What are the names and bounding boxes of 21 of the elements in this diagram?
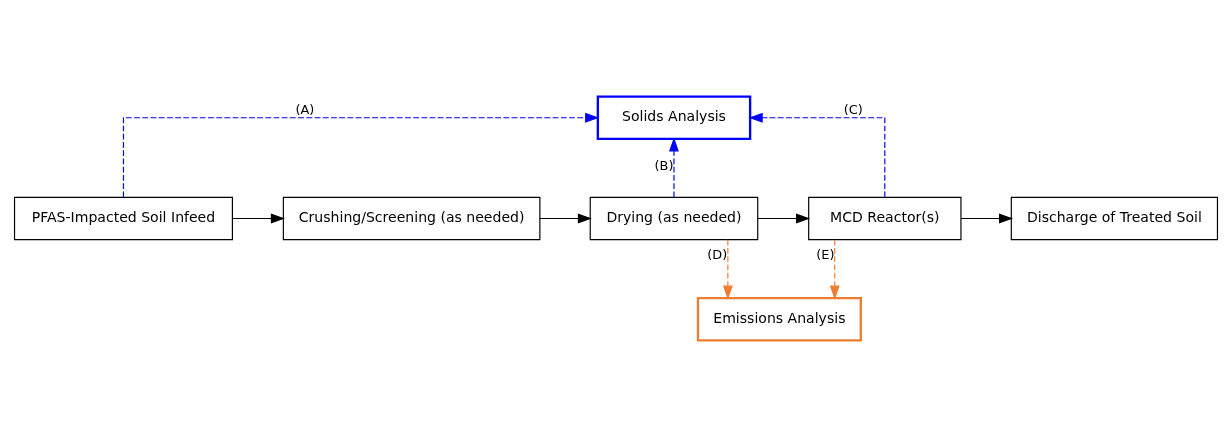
arrow [960,213,1014,223]
edge-label: (D) [707,246,728,262]
node-box: Solids Analysis [596,95,752,140]
node-box: Emissions Analysis [696,296,862,341]
arrow [539,213,592,223]
arrow [748,112,886,198]
arrow [722,238,733,300]
arrow [231,213,285,223]
node-box: Discharge of Treated Soil [1010,196,1219,240]
node-box: Drying (as needed) [589,196,759,240]
edge-label: (C) [843,101,863,117]
arrow [829,238,840,300]
arrow [669,136,679,198]
node-box: MCD Reactor(s) [808,196,962,240]
edge-label: (B) [654,157,674,173]
arrow [757,213,811,223]
edge-label: (A) [295,101,315,117]
arrow [122,112,600,198]
node-box: PFAS-Impacted Soil Infeed [13,196,233,240]
edge-label: (E) [816,246,835,262]
node-box: Crushing/Screening (as needed) [282,196,541,240]
